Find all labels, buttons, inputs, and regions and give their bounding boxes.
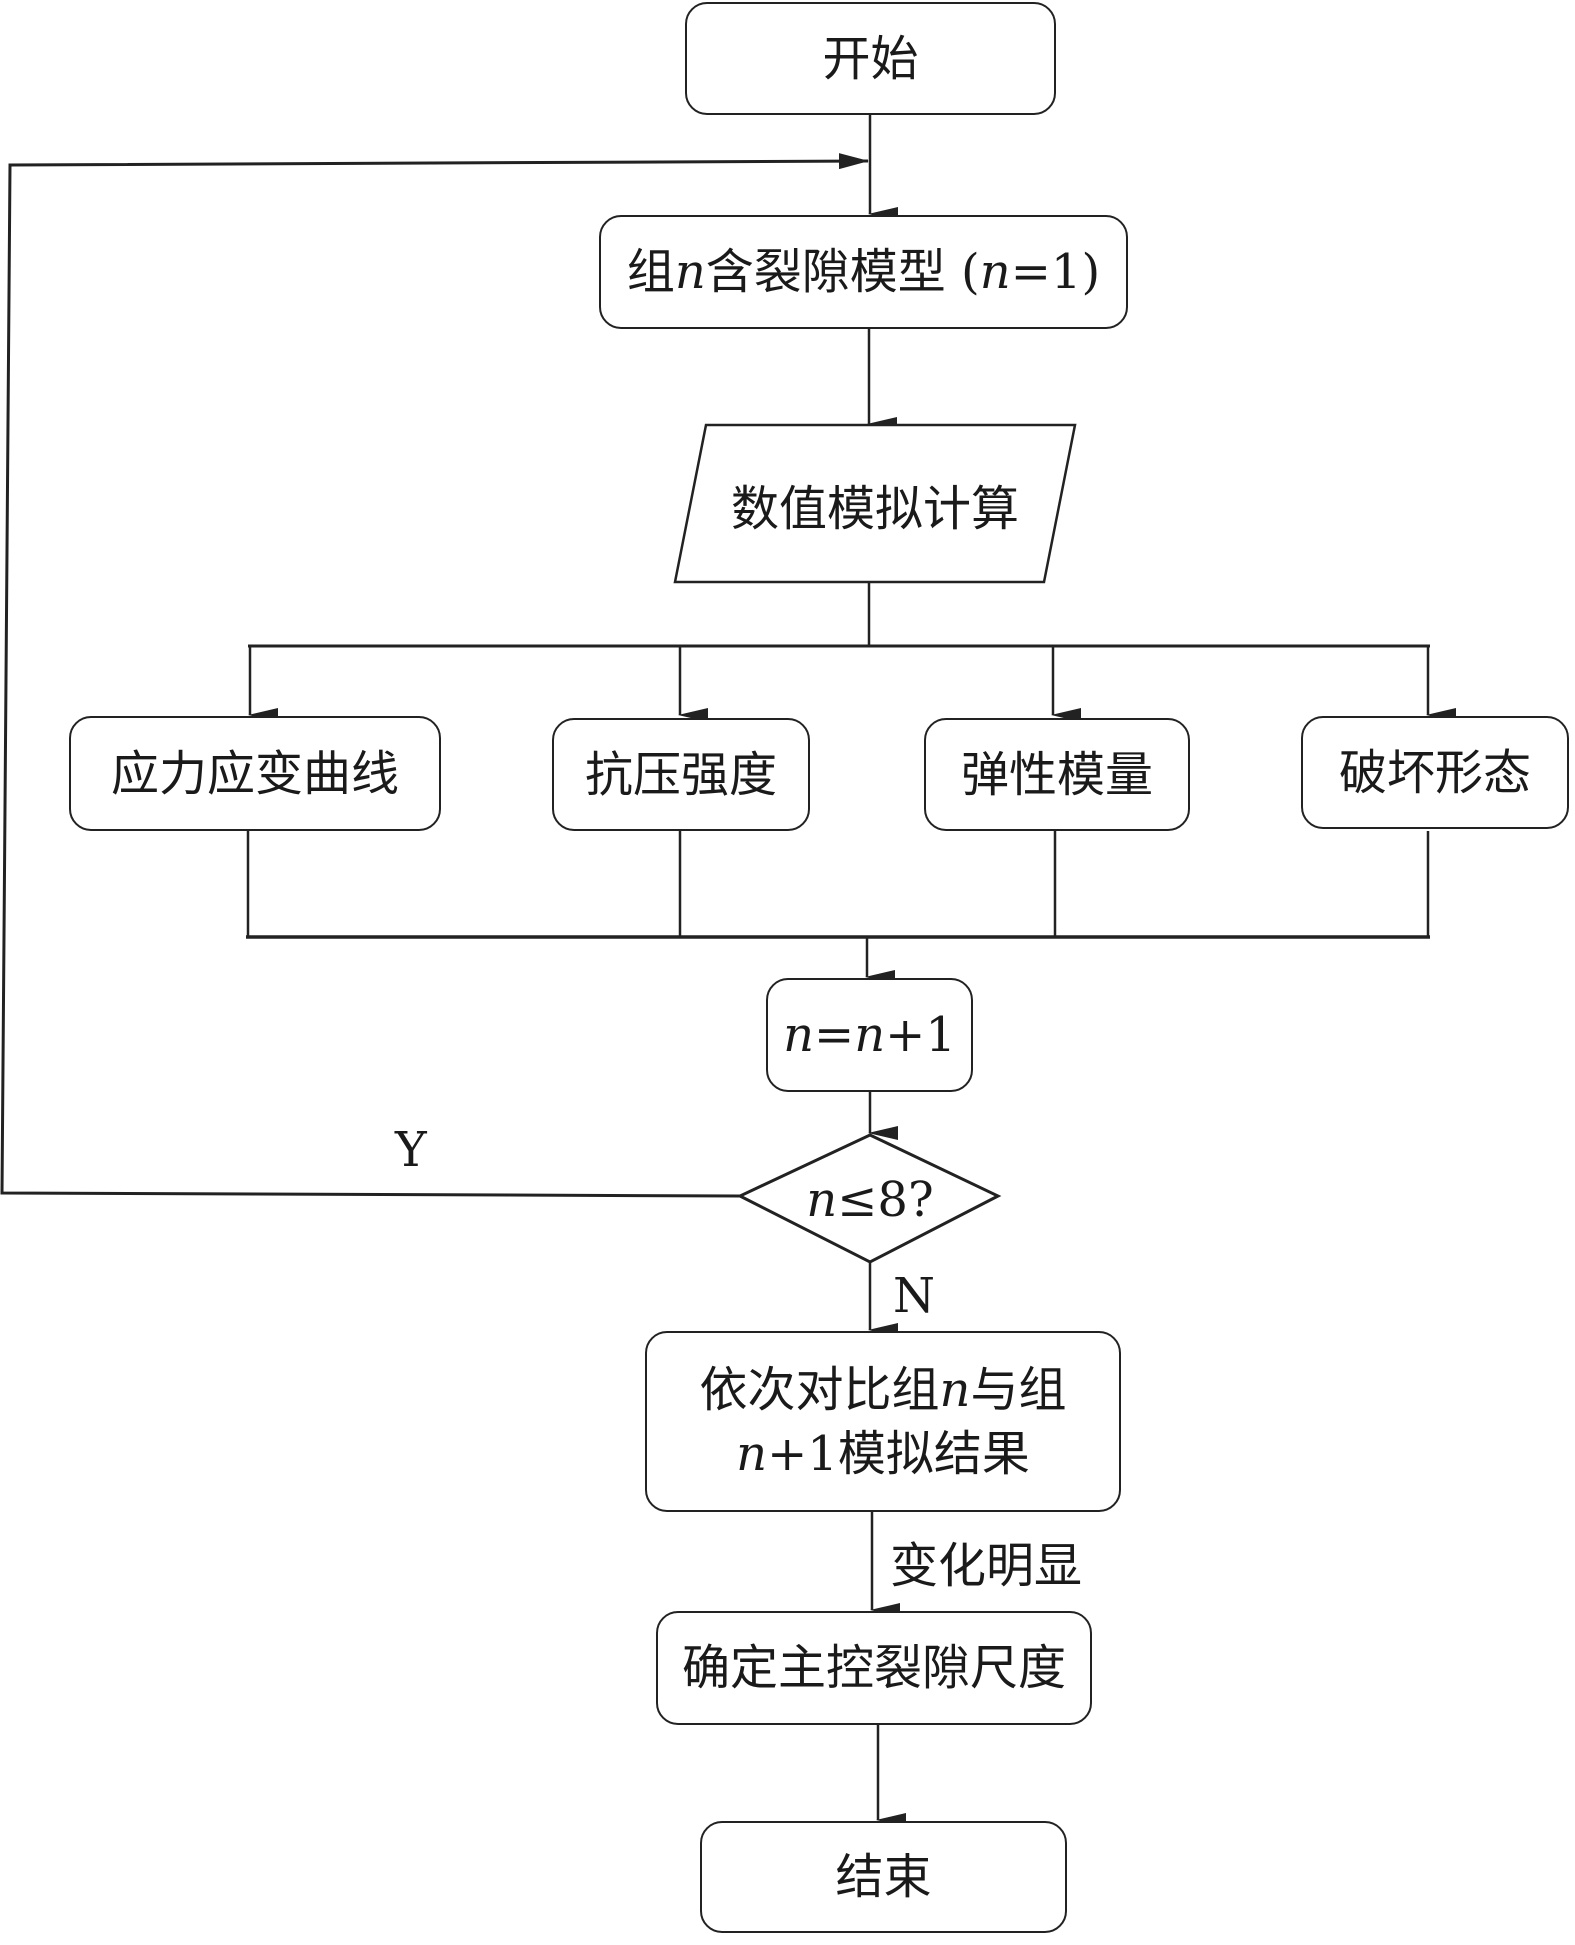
decision-node: n≤8? xyxy=(760,1160,980,1240)
output-label: 应力应变曲线 xyxy=(110,745,399,802)
output-node-compressive-strength: 抗压强度 xyxy=(552,718,810,831)
start-node: 开始 xyxy=(685,2,1056,115)
compute-parallelogram xyxy=(673,423,1077,584)
output-label: 抗压强度 xyxy=(584,746,777,803)
compare-node: 依次对比组n与组 n+1模拟结果 xyxy=(645,1331,1121,1512)
output-node-stress-strain: 应力应变曲线 xyxy=(69,716,441,831)
edge-label-yes: Y xyxy=(395,1122,427,1178)
edge-label-significant-change: 变化明显 xyxy=(890,1538,1083,1594)
increment-label: n=n+1 xyxy=(783,1007,956,1063)
output-label: 弹性模量 xyxy=(960,746,1153,803)
determine-node: 确定主控裂隙尺度 xyxy=(656,1611,1092,1725)
model-label: 组n含裂隙模型 (n=1) xyxy=(626,244,1101,300)
compute-label: 数值模拟计算 xyxy=(730,480,1019,537)
model-node: 组n含裂隙模型 (n=1) xyxy=(599,215,1128,329)
edge-loop-yes xyxy=(0,153,869,1198)
determine-label: 确定主控裂隙尺度 xyxy=(681,1640,1066,1696)
compare-line-2: n+1模拟结果 xyxy=(736,1425,1030,1482)
increment-node: n=n+1 xyxy=(766,978,973,1092)
start-label: 开始 xyxy=(822,30,919,87)
edge-label-no: N xyxy=(893,1268,935,1324)
output-label: 破坏形态 xyxy=(1338,744,1531,801)
end-label: 结束 xyxy=(835,1849,932,1905)
output-node-failure-mode: 破坏形态 xyxy=(1301,716,1569,829)
compute-node: 数值模拟计算 xyxy=(675,425,1075,582)
decision-label: n≤8? xyxy=(806,1172,934,1228)
output-node-elastic-modulus: 弹性模量 xyxy=(924,718,1190,831)
end-node: 结束 xyxy=(700,1821,1067,1933)
compare-line-1: 依次对比组n与组 xyxy=(699,1361,1067,1418)
